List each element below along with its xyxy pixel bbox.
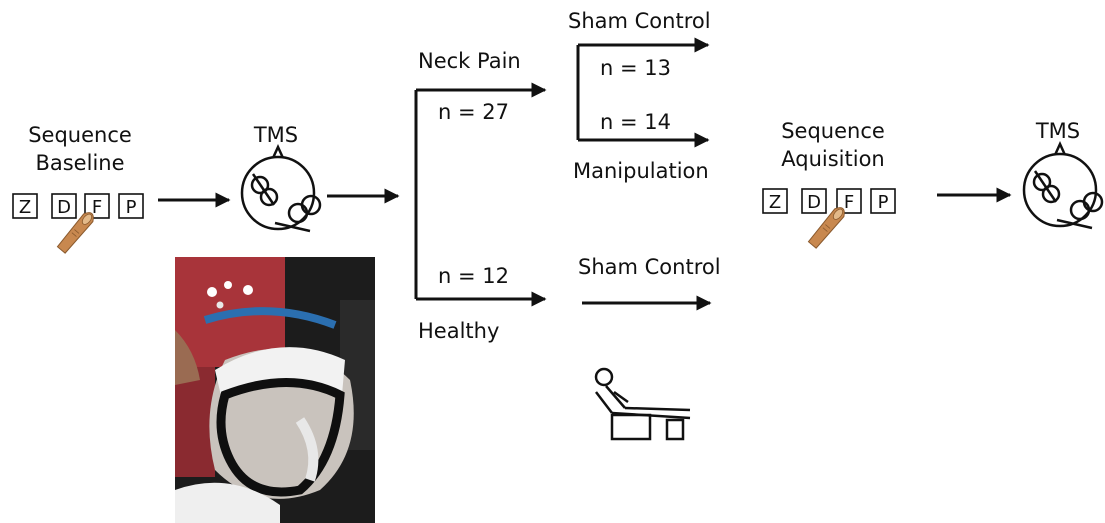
sham-control-label: Sham Control	[568, 9, 711, 33]
tms-photo	[175, 257, 375, 523]
key-label: D	[807, 192, 821, 213]
key-box	[762, 188, 788, 214]
manipulation-count: n = 14	[600, 110, 671, 134]
key-label: P	[878, 192, 889, 213]
key-box	[870, 188, 896, 214]
neck-pain-count: n = 27	[438, 100, 509, 124]
key-label: D	[57, 197, 71, 218]
acquisition-key-sequence: Z D F P	[762, 188, 896, 214]
neck-pain-label: Neck Pain	[418, 49, 521, 73]
key-label: Z	[769, 192, 781, 213]
finger-icon	[807, 207, 845, 249]
head-coil-icon	[240, 143, 322, 233]
head-coil-icon	[1022, 140, 1104, 230]
sequence-acquisition-title-line2: Aquisition	[781, 147, 884, 171]
healthy-count: n = 12	[438, 264, 509, 288]
key-label: F	[92, 197, 102, 218]
key-box	[51, 193, 77, 219]
key-label: P	[126, 197, 137, 218]
sequence-baseline-title-line1: Sequence	[28, 123, 132, 147]
tms-pre-label: TMS	[253, 123, 298, 147]
finger-icon	[56, 212, 94, 254]
key-label: Z	[19, 197, 31, 218]
key-label: F	[844, 192, 854, 213]
manipulation-label: Manipulation	[573, 159, 709, 183]
key-box	[801, 188, 827, 214]
key-box	[84, 193, 110, 219]
sham-count: n = 13	[600, 56, 671, 80]
reclining-chair-icon	[594, 367, 691, 441]
sequence-baseline-title-line2: Baseline	[35, 151, 124, 175]
healthy-label: Healthy	[418, 319, 499, 343]
baseline-key-sequence: Z D F P	[12, 193, 144, 219]
key-box	[12, 193, 38, 219]
healthy-sham-control-label: Sham Control	[578, 255, 721, 279]
sequence-acquisition-title-line1: Sequence	[781, 119, 885, 143]
key-box	[118, 193, 144, 219]
tms-post-label: TMS	[1035, 119, 1080, 143]
